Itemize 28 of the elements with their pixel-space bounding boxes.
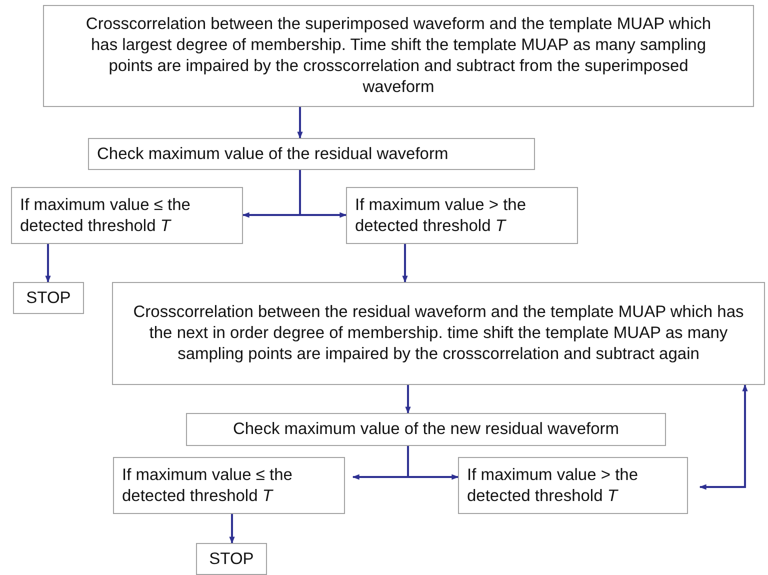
process-box xyxy=(196,543,267,575)
box-text: If maximum value > the detected threshold T xyxy=(467,464,640,506)
arrow xyxy=(229,514,235,544)
process-box xyxy=(113,457,345,514)
process-box xyxy=(112,282,765,385)
arrow xyxy=(699,384,748,490)
box-text: Check maximum value of the new residual waveform xyxy=(232,419,620,440)
arrow xyxy=(297,107,303,139)
arrow xyxy=(299,170,347,218)
arrow xyxy=(405,385,411,414)
process-box xyxy=(13,282,84,314)
process-box xyxy=(11,187,243,244)
box-text: Crosscorrelation between the superimposed waveform and the template MUAP which has largest degree of membership. Time shift the template MUAP as many sampling points are impaired by the crosscorrelation and subtract from the superimposed waveform xyxy=(84,14,712,98)
box-text: STOP xyxy=(209,548,254,570)
process-box xyxy=(88,138,535,170)
box-text: STOP xyxy=(26,288,71,308)
box-text: Crosscorrelation between the residual waveform and the template MUAP which has the next in order degree of membership. time shift the template MUAP as many sampling points are impaired by the crosscorrelation and subtract again xyxy=(133,302,744,365)
process-box xyxy=(346,187,578,244)
box-text: If maximum value ≤ the detected threshold T xyxy=(20,194,192,236)
arrow xyxy=(402,244,408,283)
box-text: Check maximum value of the residual waveform xyxy=(97,144,448,164)
arrow xyxy=(45,244,51,283)
arrow xyxy=(407,446,459,480)
process-box xyxy=(186,413,666,446)
process-box xyxy=(458,457,688,514)
process-box xyxy=(43,5,754,107)
box-text: If maximum value > the detected threshold T xyxy=(355,194,528,236)
box-text: If maximum value ≤ the detected threshold T xyxy=(122,464,294,506)
